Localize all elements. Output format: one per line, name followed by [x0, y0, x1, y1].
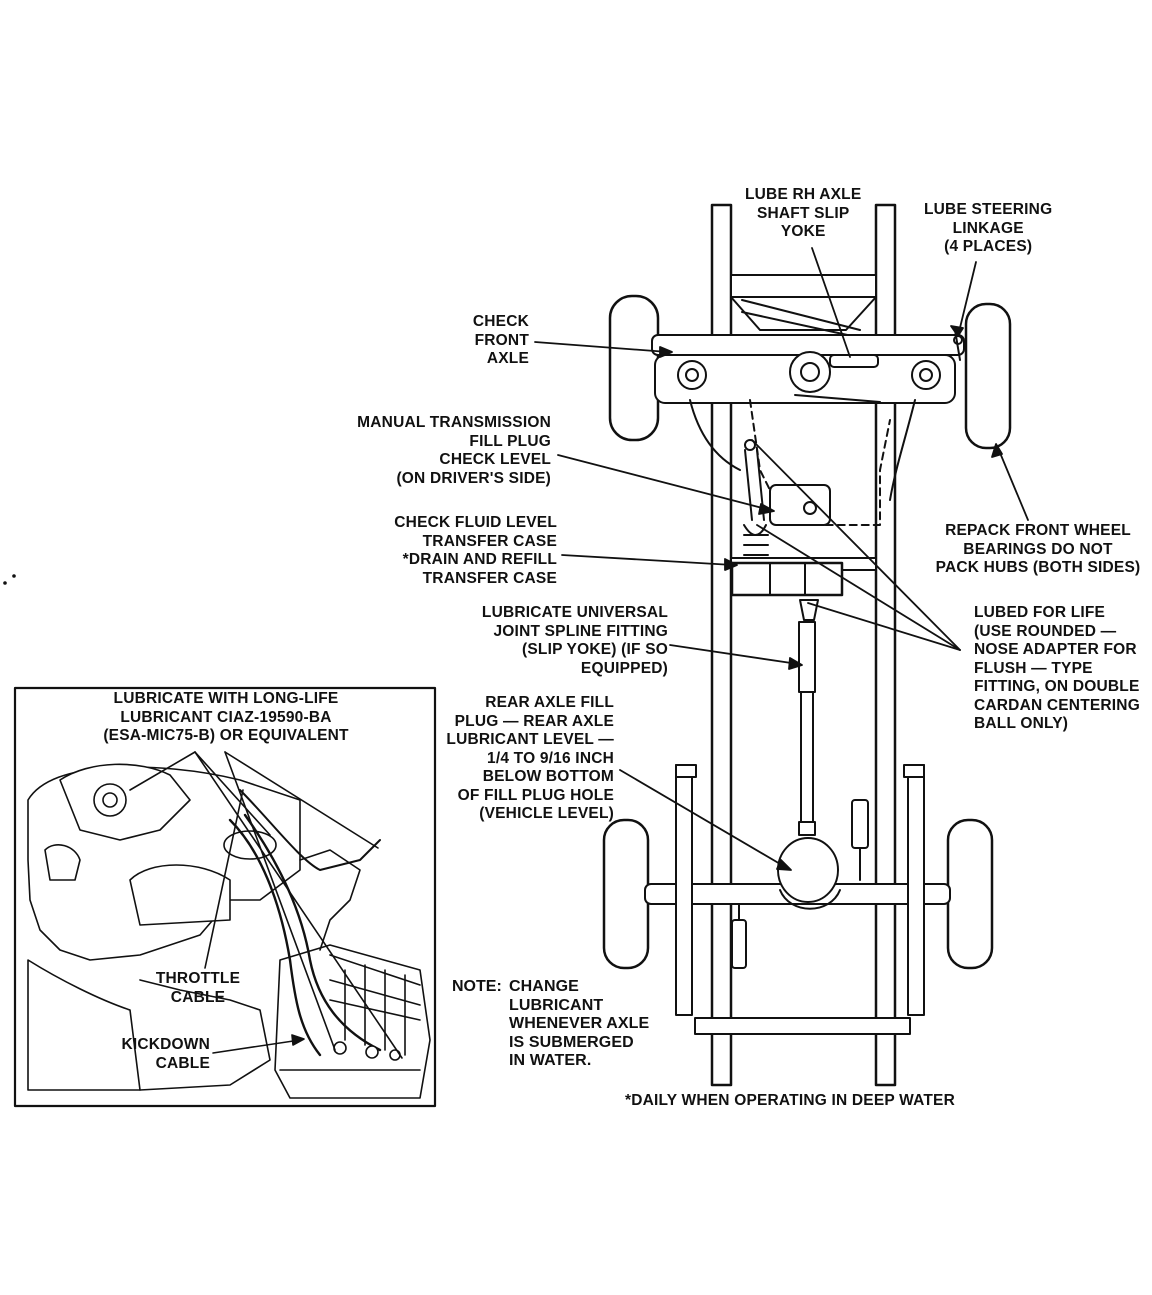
callout-text: CHECK LEVEL — [439, 451, 551, 468]
callout-text: SHAFT SLIP — [756, 204, 850, 222]
callout-text: CABLE — [155, 1054, 210, 1072]
rear-axle-assembly — [602, 764, 994, 1016]
callout-text: LUBRICATE WITH LONG-LIFE — [113, 690, 339, 707]
transfer-case — [730, 561, 844, 597]
callout-text: 1/4 TO 9/16 INCH — [487, 749, 614, 767]
callout-text: MANUAL TRANSMISSION — [357, 414, 551, 431]
inset-transmission-drawing — [27, 751, 431, 1099]
callout-text: FILL PLUG — [469, 432, 551, 450]
note-line: CHANGE — [509, 978, 579, 995]
callout-text: LUBRICATE UNIVERSAL — [481, 604, 668, 621]
callout-text: JOINT SPLINE FITTING — [493, 622, 668, 640]
callout-universal-joint: LUBRICATE UNIVERSAL JOINT SPLINE FITTING… — [440, 604, 668, 678]
callout-text: BELOW BOTTOM — [482, 768, 614, 785]
rear-driveshaft — [798, 599, 819, 836]
callout-text: BEARINGS DO NOT — [963, 540, 1113, 558]
callout-text: (VEHICLE LEVEL) — [479, 805, 614, 822]
callout-text: (ESA-MIC75-B) OR EQUIVALENT — [103, 727, 349, 744]
note-line: IN WATER. — [509, 1052, 592, 1069]
callout-text: (ON DRIVER'S SIDE) — [396, 469, 551, 487]
callout-text: LUBE STEERING — [924, 201, 1053, 218]
inset-kickdown-cable-label: KICKDOWN CABLE — [104, 1036, 210, 1073]
callout-text: KICKDOWN — [121, 1036, 210, 1053]
note-line: WHENEVER AXLE — [509, 1015, 650, 1032]
callout-text: LUBRICANT LEVEL — — [446, 731, 614, 748]
callout-text: AXLE — [486, 350, 529, 367]
callout-text: PLUG — REAR AXLE — [454, 712, 614, 730]
callout-text: FITTING, ON DOUBLE — [974, 678, 1140, 695]
note-line: LUBRICANT — [509, 996, 604, 1014]
callout-text: FLUSH — TYPE — [974, 659, 1093, 677]
callout-text: (USE ROUNDED — — [974, 622, 1117, 640]
callout-text: *DRAIN AND REFILL — [402, 551, 557, 568]
callout-text: (4 PLACES) — [944, 238, 1033, 255]
engine-transmission — [743, 399, 891, 556]
callout-check-front-axle: CHECK FRONT AXLE — [455, 313, 529, 369]
callout-text: NOSE ADAPTER FOR — [974, 641, 1137, 658]
front-axle-assembly — [608, 294, 1012, 501]
callout-text: CHECK FLUID LEVEL — [394, 514, 557, 531]
callout-transfer-case: CHECK FLUID LEVEL TRANSFER CASE *DRAIN A… — [375, 514, 557, 588]
callout-rear-axle: REAR AXLE FILL PLUG — REAR AXLE LUBRICAN… — [430, 694, 614, 824]
callout-text: (SLIP YOKE) (IF SO — [522, 641, 668, 658]
callout-text: LUBRICANT CIAZ-19590-BA — [120, 708, 332, 726]
callout-text: BALL ONLY) — [974, 715, 1069, 732]
callout-front-wheel-bearings: REPACK FRONT WHEEL BEARINGS DO NOT PACK … — [928, 522, 1148, 578]
callout-text: LUBE RH AXLE — [745, 186, 862, 203]
callout-text: PACK HUBS (BOTH SIDES) — [935, 559, 1141, 576]
callout-text: CARDAN CENTERING — [974, 696, 1140, 714]
inset-throttle-cable-label: THROTTLE CABLE — [148, 970, 248, 1007]
callout-text: LUBED FOR LIFE — [974, 604, 1106, 621]
callout-text: CABLE — [170, 988, 226, 1006]
callout-text: LINKAGE — [952, 219, 1024, 237]
callout-text: THROTTLE — [155, 970, 241, 987]
callout-text: REPACK FRONT WHEEL — [945, 522, 1131, 539]
note-text: CHANGE LUBRICANT WHENEVER AXLE IS SUBMER… — [509, 978, 649, 1071]
callout-text: FRONT — [474, 331, 529, 349]
inset-border — [13, 686, 437, 1108]
callout-manual-transmission: MANUAL TRANSMISSION FILL PLUG CHECK LEVE… — [325, 414, 551, 488]
inset-lubricant-label: LUBRICATE WITH LONG-LIFE LUBRICANT CIAZ-… — [76, 690, 376, 746]
callout-lube-steering: LUBE STEERING LINKAGE (4 PLACES) — [924, 201, 1052, 257]
callout-text: YOKE — [780, 223, 826, 240]
callout-text: REAR AXLE FILL — [485, 694, 614, 711]
callout-text: EQUIPPED) — [580, 659, 668, 677]
leader-lines — [534, 247, 1029, 871]
note-line: IS SUBMERGED — [509, 1033, 634, 1051]
callout-text: OF FILL PLUG HOLE — [457, 786, 614, 804]
callout-text: TRANSFER CASE — [422, 569, 557, 587]
footnote: *DAILY WHEN OPERATING IN DEEP WATER — [625, 1092, 955, 1109]
callout-lube-rh-axle: LUBE RH AXLE SHAFT SLIP YOKE — [745, 186, 861, 242]
callout-lubed-for-life: LUBED FOR LIFE (USE ROUNDED — NOSE ADAPT… — [974, 604, 1140, 734]
callout-text: TRANSFER CASE — [422, 532, 557, 550]
callout-text: CHECK — [472, 313, 529, 330]
note-heading: NOTE: — [452, 978, 502, 995]
